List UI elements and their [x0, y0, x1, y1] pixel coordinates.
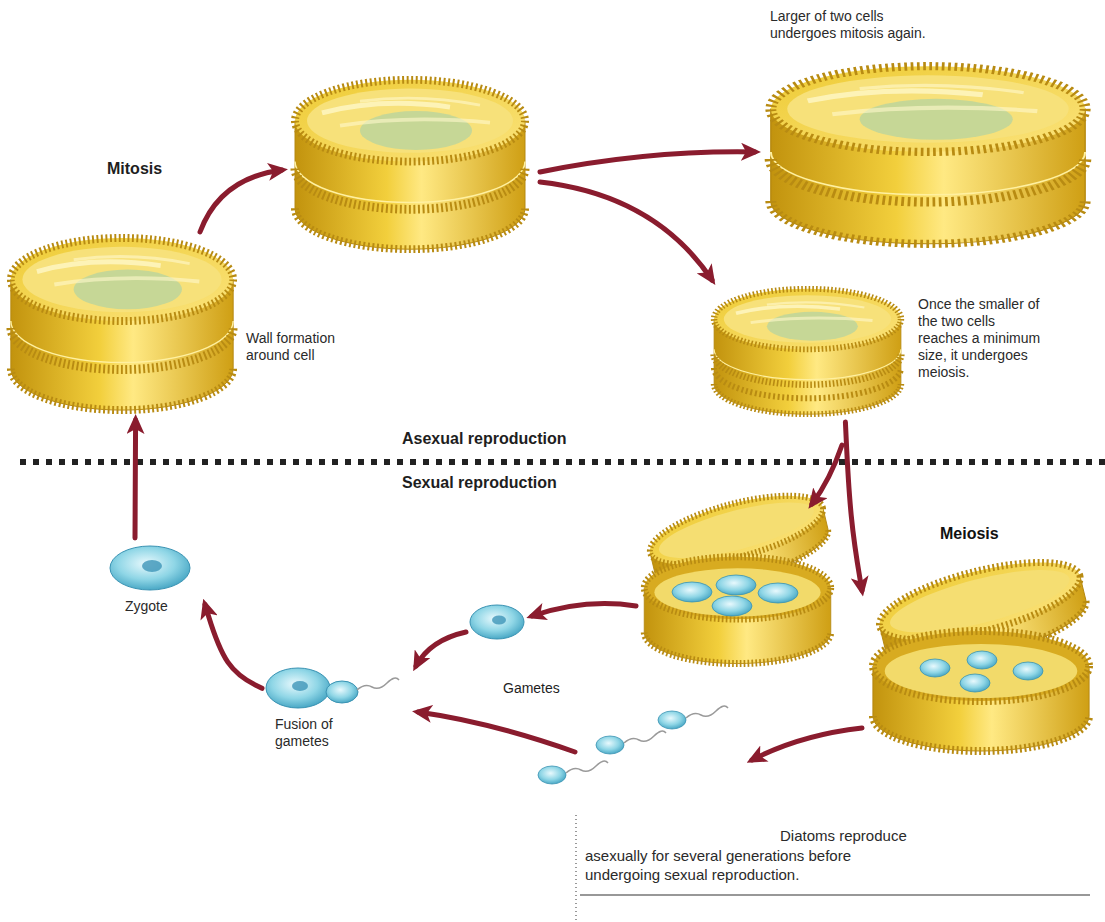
figure-label: Gametes: [503, 680, 560, 696]
stage-label: Meiosis: [940, 524, 1040, 544]
stage-label: Once the smaller of the two cells reache…: [918, 296, 1046, 381]
stage-label: Zygote: [125, 598, 195, 615]
stage-node: Fusion of gametes: [262, 660, 412, 765]
stage-label: Larger of two cells undergoes mitosis ag…: [770, 8, 950, 42]
stage-node: Zygote: [105, 538, 205, 628]
stage-label: Wall formation around cell: [246, 330, 356, 364]
cycle-arrow: [845, 422, 862, 591]
stage-node: Wall formation around cell: [6, 226, 366, 420]
section-heading: Sexual reproduction: [402, 474, 557, 492]
section-heading: Asexual reproduction: [402, 430, 566, 448]
cycle-arrow: [133, 420, 139, 538]
stage-node: Once the smaller of the two cells reache…: [705, 280, 1095, 422]
stage-node: Larger of two cells undergoes mitosis ag…: [760, 4, 1095, 256]
stage-label: Fusion of gametes: [275, 716, 350, 750]
figure-caption: Diatoms reproduce asexually for several …: [585, 826, 925, 885]
section-heading: Mitosis: [107, 160, 162, 178]
cycle-arrow: [205, 605, 262, 689]
stage-node: Meiosis: [862, 518, 1098, 760]
